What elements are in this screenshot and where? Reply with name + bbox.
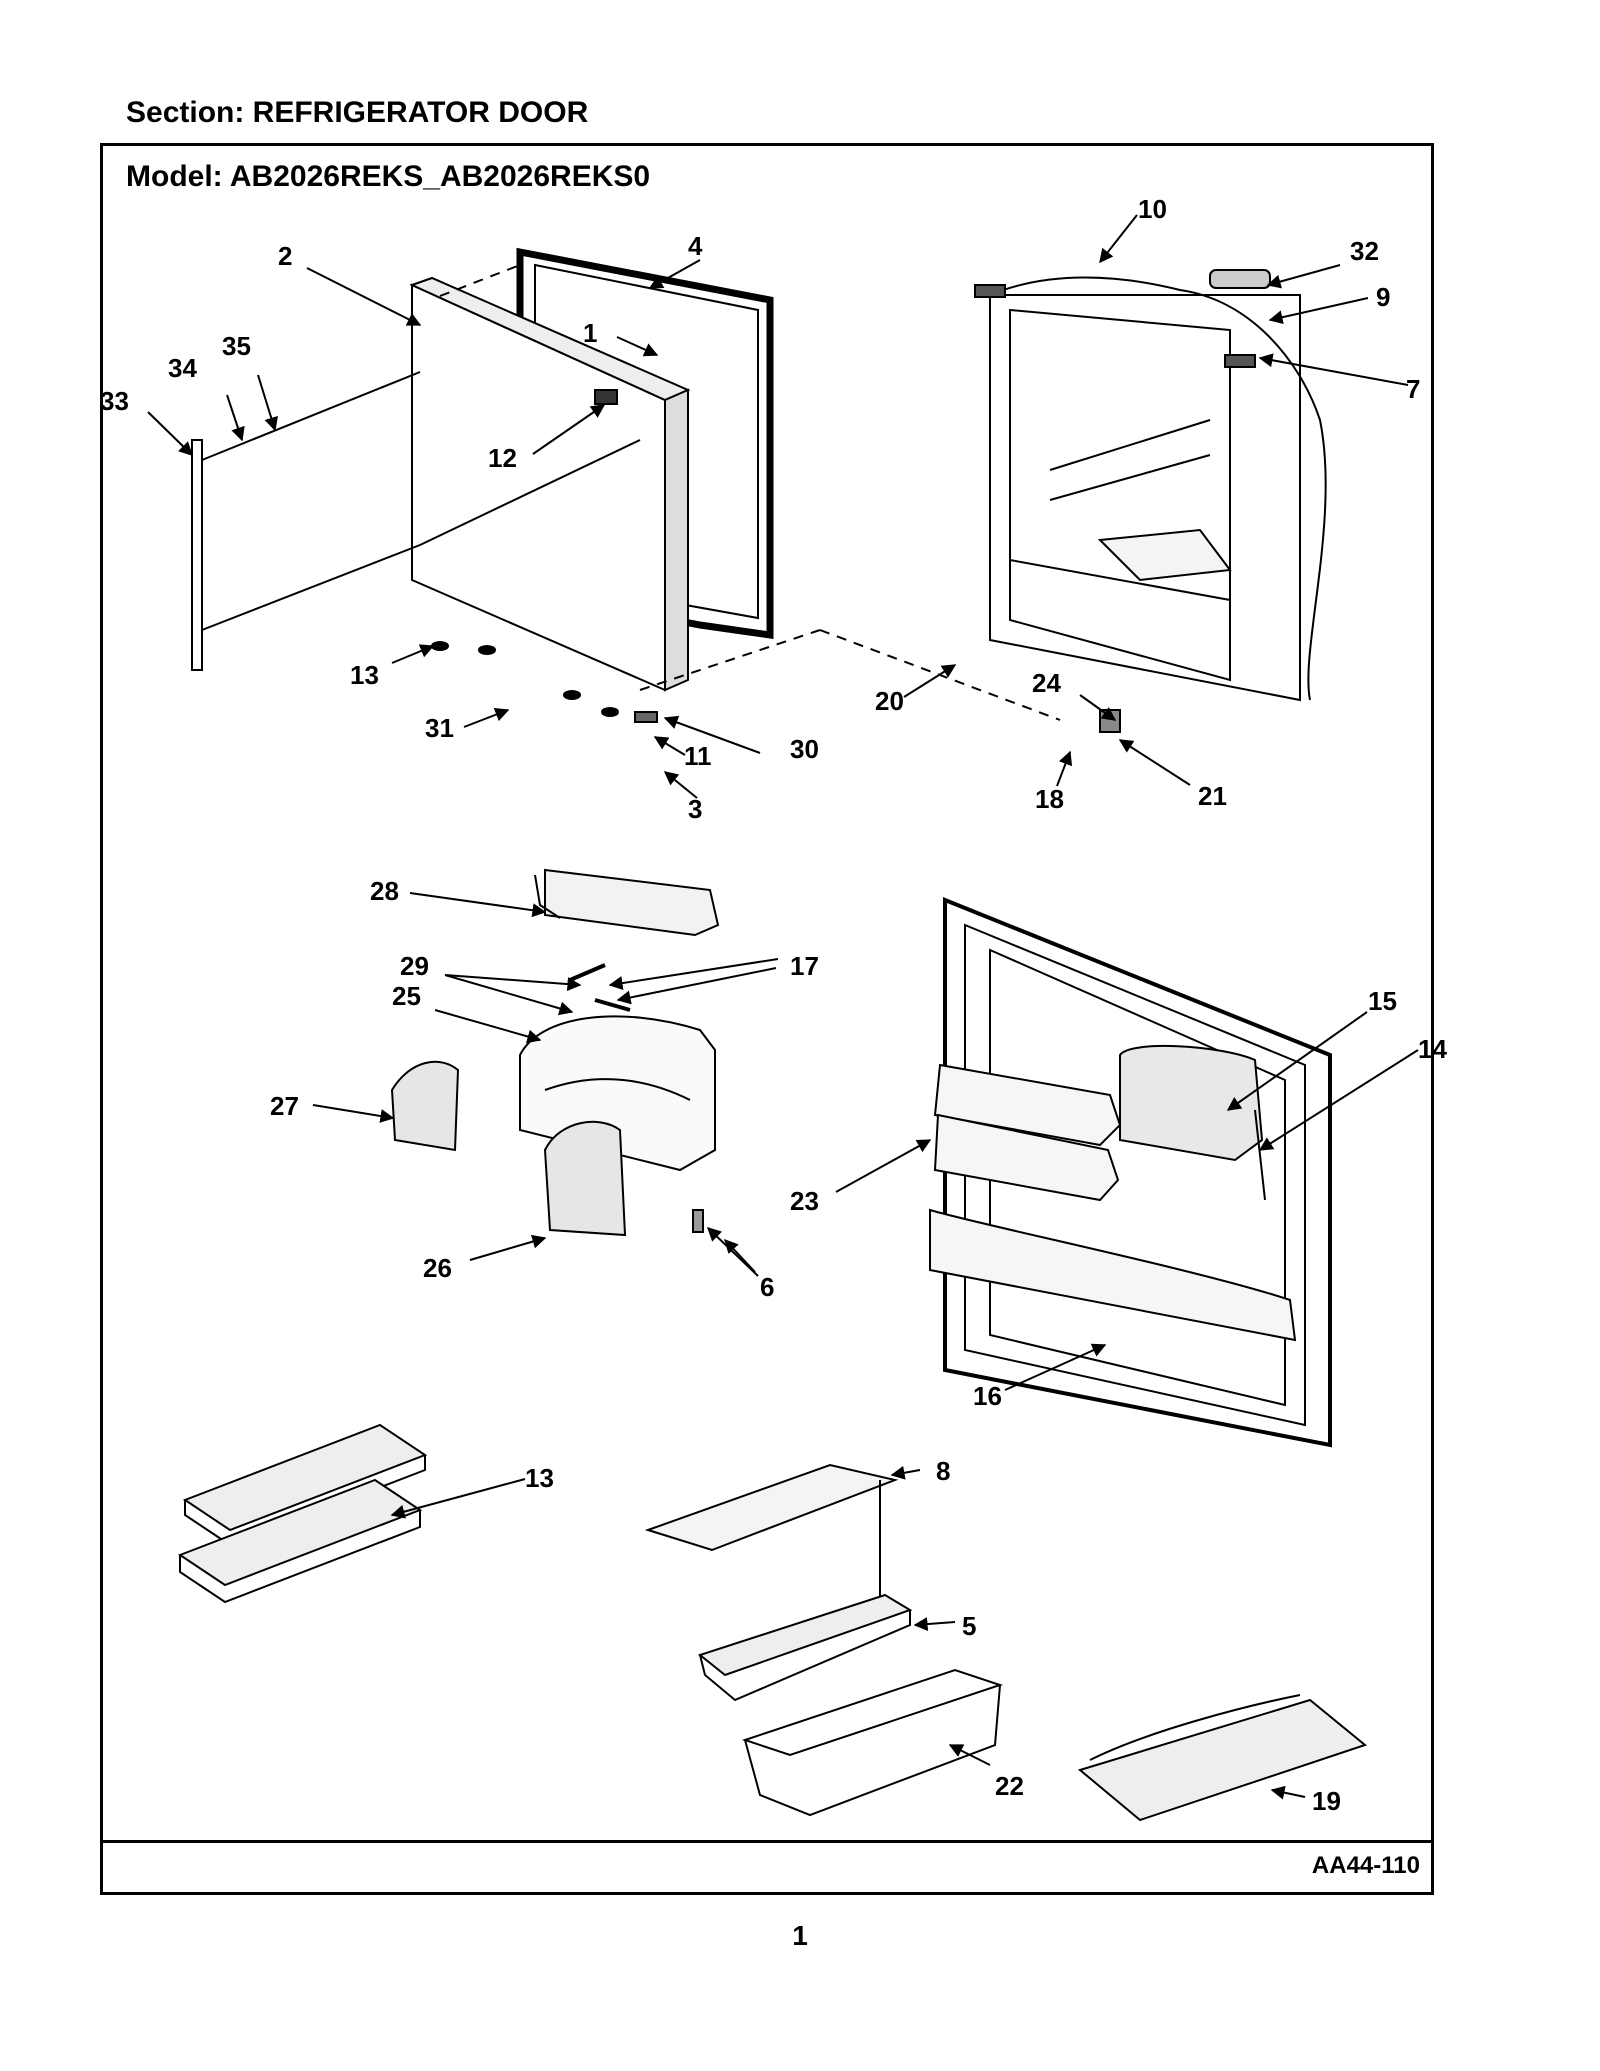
callout-21: 21 <box>1198 781 1227 811</box>
callout-3: 3 <box>688 794 702 824</box>
callout-33: 33 <box>100 386 129 416</box>
callout-17: 17 <box>790 951 819 981</box>
callout-30: 30 <box>790 734 819 764</box>
callout-18: 18 <box>1035 784 1064 814</box>
callout-5: 5 <box>962 1611 976 1641</box>
cabinet-drawing <box>819 269 1327 733</box>
callouts: 1 2 3 4 5 6 7 8 9 10 11 12 13 13 14 15 1… <box>100 194 1447 1816</box>
callout-28: 28 <box>370 876 399 906</box>
callout-13b: 13 <box>525 1463 554 1493</box>
callout-11: 11 <box>684 741 712 771</box>
callout-31: 31 <box>425 713 454 743</box>
callout-10: 10 <box>1138 194 1167 224</box>
model-title: Model: AB2026REKS_AB2026REKS0 <box>126 160 651 193</box>
callout-19: 19 <box>1312 1786 1341 1816</box>
callout-14: 14 <box>1418 1034 1447 1064</box>
ice-bin-drawing <box>390 868 720 1237</box>
callout-6: 6 <box>760 1272 774 1302</box>
callout-15: 15 <box>1368 986 1397 1016</box>
diagram-frame <box>100 143 1434 1895</box>
section-title: Section: REFRIGERATOR DOOR <box>126 96 589 129</box>
callout-2: 2 <box>278 241 292 271</box>
callout-1: 1 <box>583 318 597 348</box>
callout-32: 32 <box>1350 236 1379 266</box>
callout-35: 35 <box>222 331 251 361</box>
callout-13a: 13 <box>350 660 379 690</box>
callout-26: 26 <box>423 1253 452 1283</box>
callout-29: 29 <box>400 951 429 981</box>
callout-4: 4 <box>688 231 703 261</box>
door-panel-drawing <box>191 247 821 723</box>
drawing-code: AA44-110 <box>1311 1852 1420 1879</box>
inner-door-drawing <box>929 897 1332 1448</box>
callout-12: 12 <box>488 443 517 473</box>
leader-lines <box>147 214 1419 1800</box>
callout-9: 9 <box>1376 282 1390 312</box>
callout-24: 24 <box>1032 668 1061 698</box>
callout-34: 34 <box>168 353 197 383</box>
callout-7: 7 <box>1406 374 1420 404</box>
callout-20: 20 <box>875 686 904 716</box>
callout-27: 27 <box>270 1091 299 1121</box>
page-number: 1 <box>792 1920 808 1951</box>
callout-25: 25 <box>392 981 421 1011</box>
accessories-drawing <box>644 1463 1368 1822</box>
footer-divider <box>100 1840 1434 1843</box>
callout-16: 16 <box>973 1381 1002 1411</box>
callout-23: 23 <box>790 1186 819 1216</box>
callout-22: 22 <box>995 1771 1024 1801</box>
ice-trays-drawing <box>177 1423 428 1604</box>
callout-8: 8 <box>936 1456 950 1486</box>
